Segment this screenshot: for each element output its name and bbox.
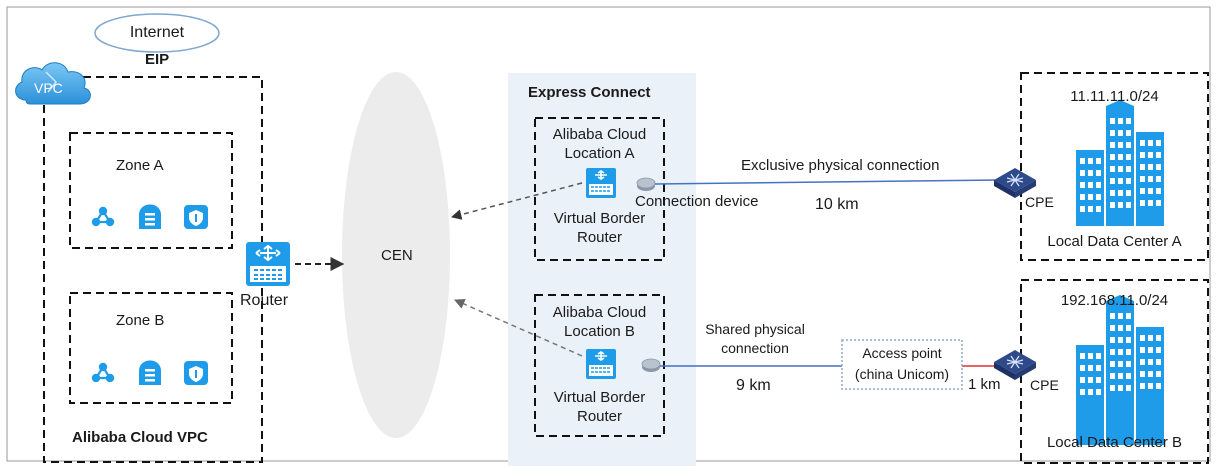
shared-connection-label-line1: Shared physical — [705, 321, 805, 337]
zone-b-label: Zone B — [116, 312, 165, 329]
zone-a-network-nodes-icon — [91, 206, 115, 227]
shared-connection-label-line2: connection — [721, 340, 789, 356]
datacenter-b-box — [1020, 279, 1209, 464]
location-b-name-line1: Alibaba Cloud — [552, 304, 647, 321]
zone-a-label: Zone A — [116, 157, 164, 174]
connection-device-b-icon — [641, 358, 661, 372]
vpc-cloud-icon — [15, 62, 91, 105]
router-icon — [246, 242, 290, 286]
zone-b-box — [69, 292, 233, 404]
location-a-name-line2: Location A — [564, 145, 635, 162]
last-mile-distance: 1 km — [968, 376, 1001, 393]
location-a-vbr-line2: Router — [576, 229, 623, 246]
connection-device-a-icon — [636, 177, 656, 191]
building-a-icon — [1076, 100, 1164, 226]
cpe-a-label: CPE — [1025, 194, 1054, 210]
location-a-vbr-line1: Virtual Border — [553, 210, 646, 227]
zone-b-database-icon — [139, 360, 161, 385]
zone-b-network-nodes-icon — [91, 362, 115, 383]
express-connect-title: Express Connect — [528, 84, 651, 101]
vpc-boundary — [43, 76, 263, 463]
location-b-vbr-line2: Router — [576, 408, 623, 425]
exclusive-connection-distance: 10 km — [815, 196, 859, 213]
eip-label: EIP — [145, 51, 170, 68]
internet-label: Internet — [129, 24, 185, 41]
exclusive-connection-line — [654, 179, 1001, 185]
datacenter-a-name: Local Data Center A — [1047, 233, 1182, 250]
datacenter-b-cidr: 192.168.11.0/24 — [1060, 292, 1169, 309]
cpe-b-label: CPE — [1030, 377, 1059, 393]
cpe-b-icon — [994, 350, 1036, 380]
location-a-to-cen-arrow — [450, 182, 583, 220]
cpe-a-icon — [994, 168, 1036, 198]
cen-ellipse — [342, 72, 450, 438]
zone-a-security-shield-icon — [184, 205, 208, 229]
building-b-icon — [1076, 295, 1164, 445]
connection-device-label: Connection device — [635, 193, 759, 210]
vbr-b-router-icon — [586, 349, 616, 379]
vbr-a-router-icon — [586, 168, 616, 198]
access-point-label-line2: (china Unicom) — [854, 366, 950, 382]
location-b-name-line2: Location B — [564, 323, 635, 340]
location-b-vbr-line1: Virtual Border — [553, 389, 646, 406]
vpc-cloud-label: VPC — [34, 80, 63, 96]
shared-connection-distance: 9 km — [736, 377, 771, 394]
internet-ellipse — [94, 13, 220, 53]
location-a-name-line1: Alibaba Cloud — [552, 126, 647, 143]
location-a-box — [534, 117, 665, 261]
vpc-title: Alibaba Cloud VPC — [72, 429, 208, 446]
zone-a-database-icon — [139, 204, 161, 229]
cen-label: CEN — [381, 247, 413, 264]
datacenter-a-cidr: 11.11.11.0/24 — [1070, 88, 1159, 105]
access-point-box — [841, 339, 963, 390]
exclusive-connection-label: Exclusive physical connection — [741, 157, 940, 174]
datacenter-b-name: Local Data Center B — [1046, 434, 1183, 451]
datacenter-a-box — [1020, 72, 1209, 261]
zone-a-box — [69, 132, 233, 249]
zone-b-security-shield-icon — [184, 361, 208, 385]
router-label: Router — [240, 292, 289, 309]
access-point-label-line1: Access point — [862, 345, 942, 361]
